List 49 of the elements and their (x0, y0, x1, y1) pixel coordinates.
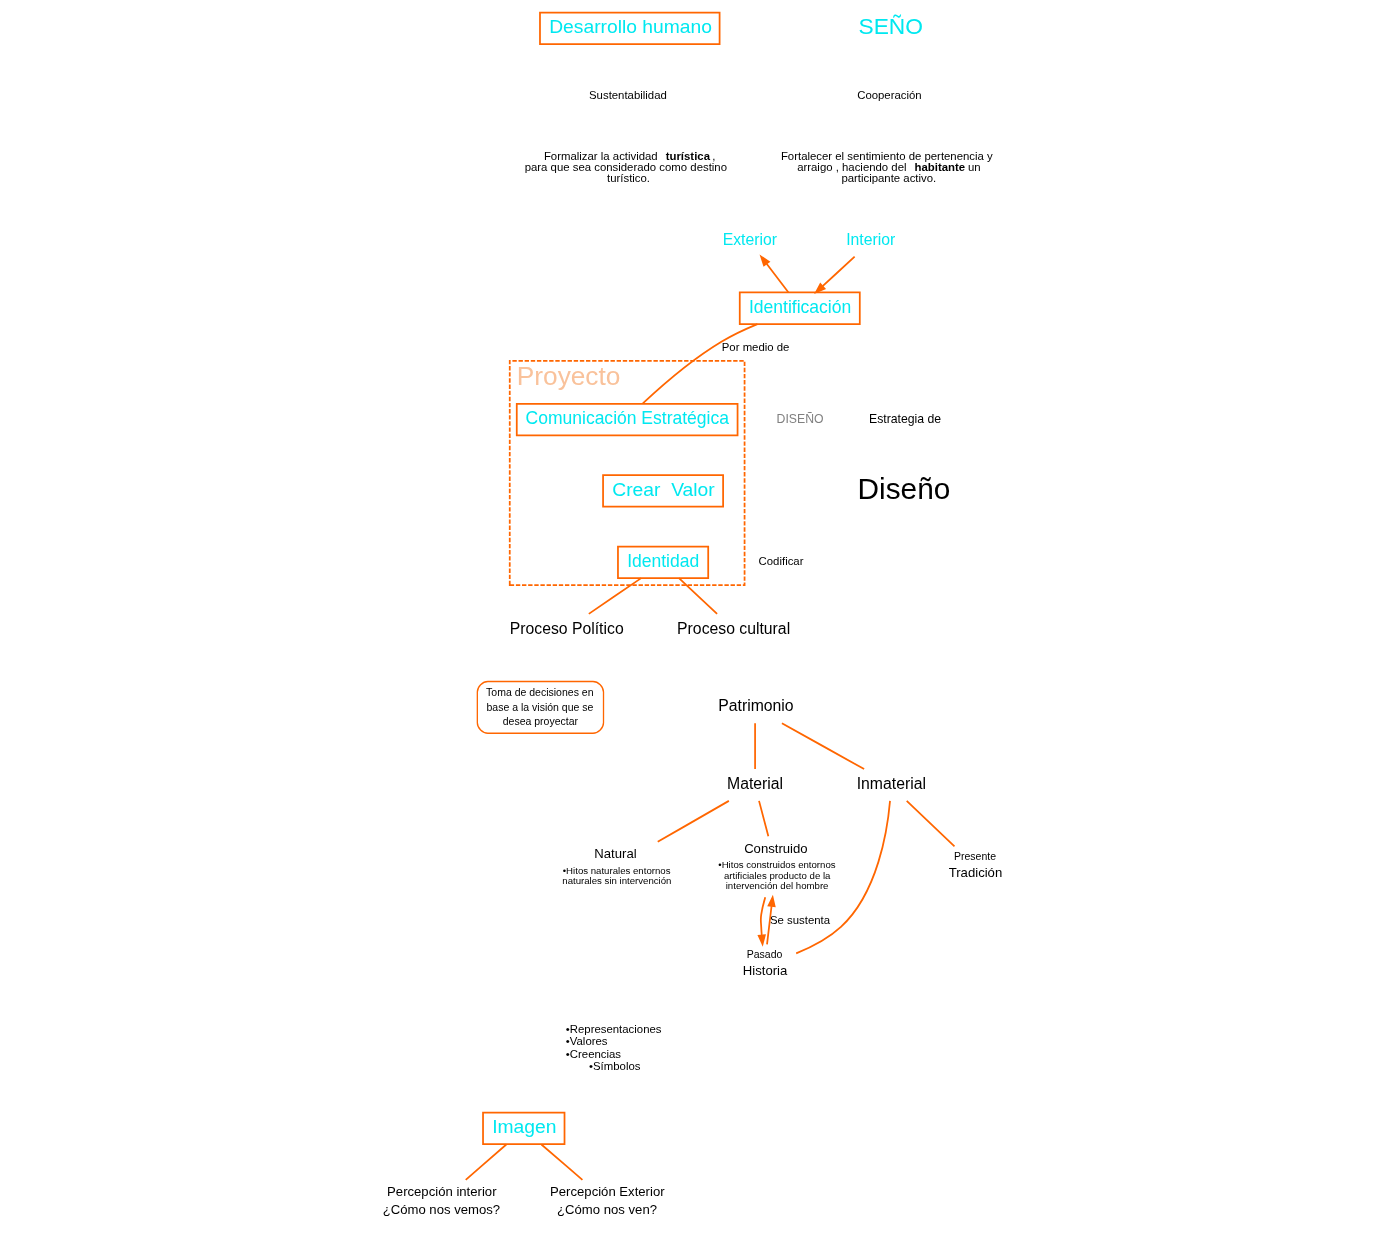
label: SEÑO (858, 12, 924, 39)
node-text: Percepción interior ¿Cómo nos vemos? (382, 1183, 501, 1218)
label: Cooperación (857, 89, 922, 102)
node-box: Crear Valor (602, 474, 724, 508)
node-box: Identidad (617, 545, 710, 579)
node-box: Imagen (482, 1111, 566, 1146)
connector (795, 799, 891, 955)
node-text: Construido (744, 840, 808, 856)
node-box: Desarrollo humano (539, 11, 721, 45)
node-text: Interior (846, 230, 896, 248)
node-label: •Hitos naturales entornos naturales sin intervención (562, 864, 672, 887)
label: DISEÑO (776, 411, 824, 426)
connector (678, 577, 718, 615)
node-text: Pasado Historia (742, 948, 788, 979)
connector (758, 800, 770, 838)
connector (754, 722, 756, 770)
label: Fortalecer el sentimiento de pertenencia y arraigo , haciendo del habitante un participante activo. (780, 149, 993, 185)
node-text: Inmaterial (856, 774, 926, 792)
label: Sustentabilidad (589, 89, 667, 102)
arrow (759, 254, 790, 294)
connector (464, 1143, 508, 1181)
edge-label: Por medio de (721, 340, 790, 353)
arrow (766, 894, 776, 946)
connector (781, 722, 865, 770)
connector (641, 323, 759, 405)
connector (656, 800, 730, 843)
arrow (814, 255, 856, 295)
label: Codificar (758, 555, 804, 568)
node-box: Toma de decisiones en base a la visión que se desea proyectar (476, 680, 605, 734)
label: •Representaciones •Valores •Creencias •Símbolos (565, 1023, 662, 1073)
arrow (757, 896, 767, 947)
edge-label: Se sustenta (769, 913, 831, 926)
node-box: Comunicación Estratégica (515, 402, 739, 437)
node-text: Presente Tradición (948, 850, 1003, 881)
node-text: Percepción Exterior ¿Cómo nos ven? (550, 1183, 665, 1218)
node-text: Material (727, 774, 784, 792)
node-text: Proceso cultural (677, 619, 791, 637)
node-box: Identificación (738, 291, 861, 325)
label: Diseño (857, 471, 951, 505)
node-text: Proceso Político (509, 619, 624, 637)
connector (905, 800, 956, 848)
node-label: •Hitos construidos entornos artificiales producto de la intervención del hombre (718, 859, 836, 892)
node-text: Patrimonio (718, 697, 794, 715)
label: Formalizar la actividad turística, para que sea considerado como destino turístico. (524, 149, 728, 185)
label: Estrategia de (868, 411, 942, 426)
node-text: Exterior (722, 230, 777, 248)
connector (587, 577, 643, 615)
connector (540, 1143, 584, 1181)
node-text: Natural (594, 846, 637, 862)
